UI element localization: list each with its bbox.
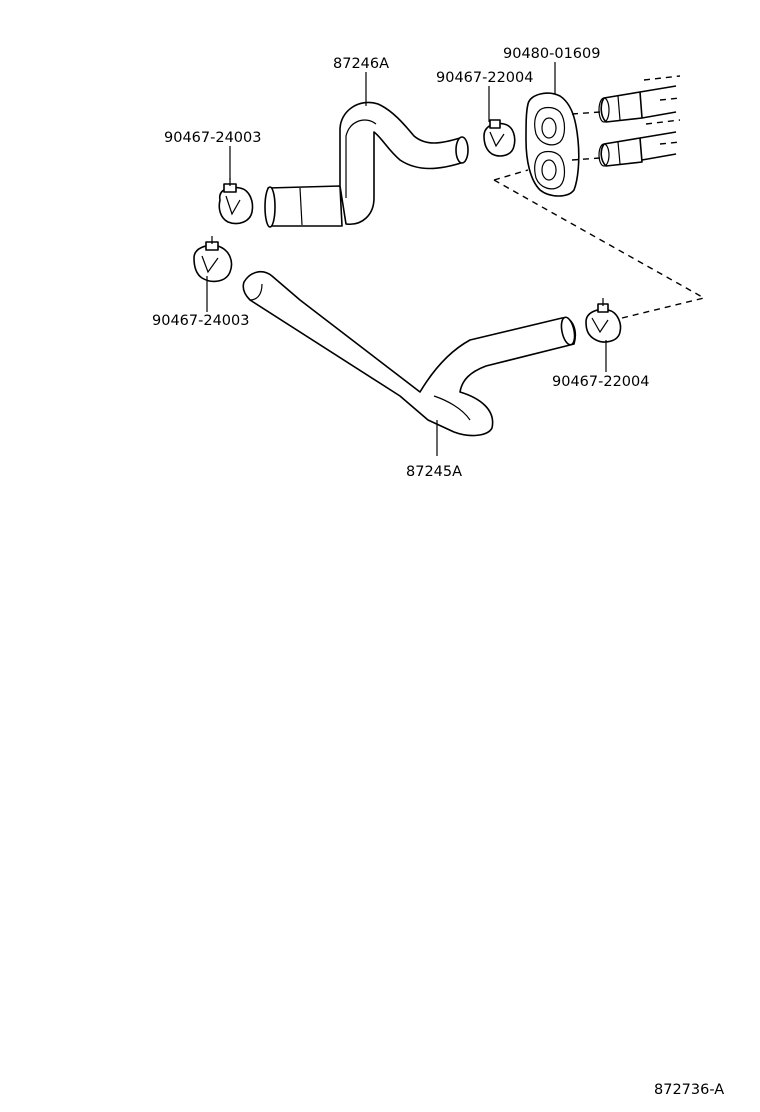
- callout-90467-22004-upper: 90467-22004: [436, 70, 534, 86]
- lower-heater-hose[interactable]: [242, 270, 577, 437]
- grommet[interactable]: [525, 92, 580, 197]
- callout-90480-01609: 90480-01609: [503, 46, 601, 62]
- leader-lines: [206, 62, 607, 456]
- callout-90467-24003-lower: 90467-24003: [152, 313, 250, 329]
- hose-clamp-lower-right[interactable]: [585, 298, 622, 343]
- figure-code: 872736-A: [654, 1082, 724, 1098]
- callout-87245A: 87245A: [406, 464, 462, 480]
- callout-87246A: 87246A: [333, 56, 389, 72]
- hose-clamp-upper-left[interactable]: [218, 178, 254, 225]
- reference-lines: [493, 75, 705, 319]
- hose-clamp-upper-right[interactable]: [483, 119, 516, 157]
- callout-90467-24003-upper: 90467-24003: [164, 130, 262, 146]
- upper-heater-hose[interactable]: [264, 101, 469, 228]
- heater-core-pipes: [598, 85, 677, 167]
- hose-clamp-lower-left[interactable]: [193, 236, 233, 283]
- callout-90467-22004-lower: 90467-22004: [552, 374, 650, 390]
